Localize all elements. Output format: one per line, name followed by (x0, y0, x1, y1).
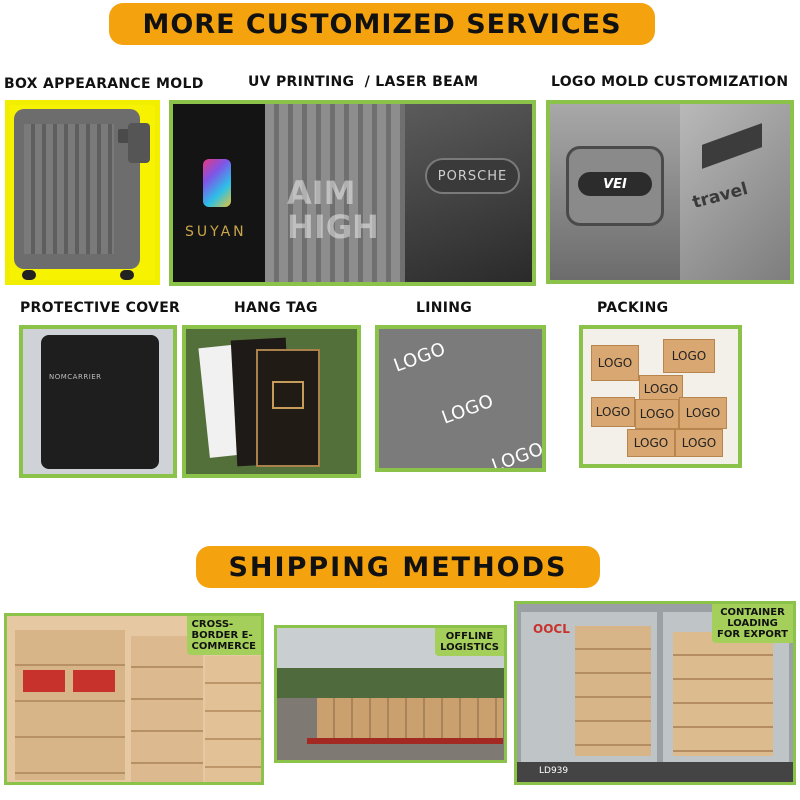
uv-print-text: SUYAN (185, 224, 247, 240)
carton-stack-left (15, 630, 125, 780)
suitcase-body (14, 109, 140, 269)
truck-cab: LD939 (517, 762, 793, 782)
container-right (663, 612, 789, 762)
suitcase-side-lock (128, 123, 150, 163)
photo-lining: LOGO LOGO LOGO (375, 325, 546, 472)
packing-box-7: LOGO (627, 429, 675, 457)
photo-hang-tag (182, 325, 361, 478)
photo-uv-printing-laser: SUYAN AIM HIGH PORSCHE (169, 100, 536, 286)
label-packing: PACKING (597, 300, 669, 316)
container-left: OOCL (521, 612, 657, 762)
photo-offline-logistics: OFFLINE LOGISTICS (274, 625, 507, 763)
brand-plate: PORSCHE (425, 158, 520, 194)
gold-tag (256, 349, 320, 467)
label-uv-printing-laser: UV PRINTING / LASER BEAM (248, 74, 479, 90)
mold-logo-panel: VEI (550, 104, 680, 280)
carton-stack-right (205, 656, 261, 782)
label-protective-cover: PROTECTIVE COVER (20, 300, 181, 316)
photo-box-appearance-mold (5, 100, 160, 285)
photo-cross-border-ecommerce: CROSS- BORDER E- COMMERCE (4, 613, 264, 785)
photo-container-loading: OOCL LD939 CONTAINER LOADING FOR EXPORT (514, 601, 796, 785)
travel-plate-text: travel (690, 179, 751, 213)
tag-cross-border-ecommerce: CROSS- BORDER E- COMMERCE (186, 616, 261, 655)
photo-packing: LOGO LOGO LOGO LOGO LOGO LOGO LOGO LOGO (579, 325, 742, 468)
packing-box-6: LOGO (679, 397, 727, 429)
cover-body: NOMCARRIER (41, 335, 159, 469)
brand-plate-panel: PORSCHE (405, 104, 532, 282)
truck-bed (307, 738, 503, 744)
travel-plate-panel: travel (680, 104, 790, 280)
tag-offline-logistics: OFFLINE LOGISTICS (435, 628, 504, 656)
packing-box-8: LOGO (675, 429, 723, 457)
wheel-left (22, 270, 36, 280)
laser-engrave-panel: AIM HIGH (265, 104, 405, 282)
truck-plate: LD939 (539, 766, 569, 776)
cover-brand: NOMCARRIER (49, 373, 102, 381)
customized-services-title: MORE CUSTOMIZED SERVICES (142, 8, 622, 40)
colorful-logo-icon (203, 159, 231, 207)
packing-box-4: LOGO (591, 397, 635, 427)
label-hang-tag: HANG TAG (234, 300, 318, 316)
photo-protective-cover: NOMCARRIER (19, 325, 177, 478)
laser-engrave-text: AIM HIGH (287, 174, 379, 246)
airplane-icon (702, 123, 762, 169)
truck-cargo (317, 698, 503, 738)
uv-print-panel: SUYAN (173, 104, 265, 282)
label-box-appearance-mold: BOX APPEARANCE MOLD (4, 76, 204, 92)
container-brand: OOCL (533, 622, 570, 636)
photo-logo-mold: VEI travel (546, 100, 794, 284)
customized-services-banner: MORE CUSTOMIZED SERVICES (109, 3, 655, 45)
shipping-methods-banner: SHIPPING METHODS (196, 546, 600, 588)
tag-container-loading: CONTAINER LOADING FOR EXPORT (712, 604, 793, 643)
mold-logo: VEI (578, 172, 652, 196)
packing-box-3: LOGO (639, 375, 683, 403)
carton-stack-middle (131, 636, 203, 782)
packing-box-2: LOGO (663, 339, 715, 373)
packing-box-5: LOGO (635, 399, 679, 429)
label-logo-mold-customization: LOGO MOLD CUSTOMIZATION (551, 74, 789, 90)
wheel-right (120, 270, 134, 280)
label-lining: LINING (416, 300, 473, 316)
packing-box-1: LOGO (591, 345, 639, 381)
shipping-methods-title: SHIPPING METHODS (228, 551, 568, 583)
